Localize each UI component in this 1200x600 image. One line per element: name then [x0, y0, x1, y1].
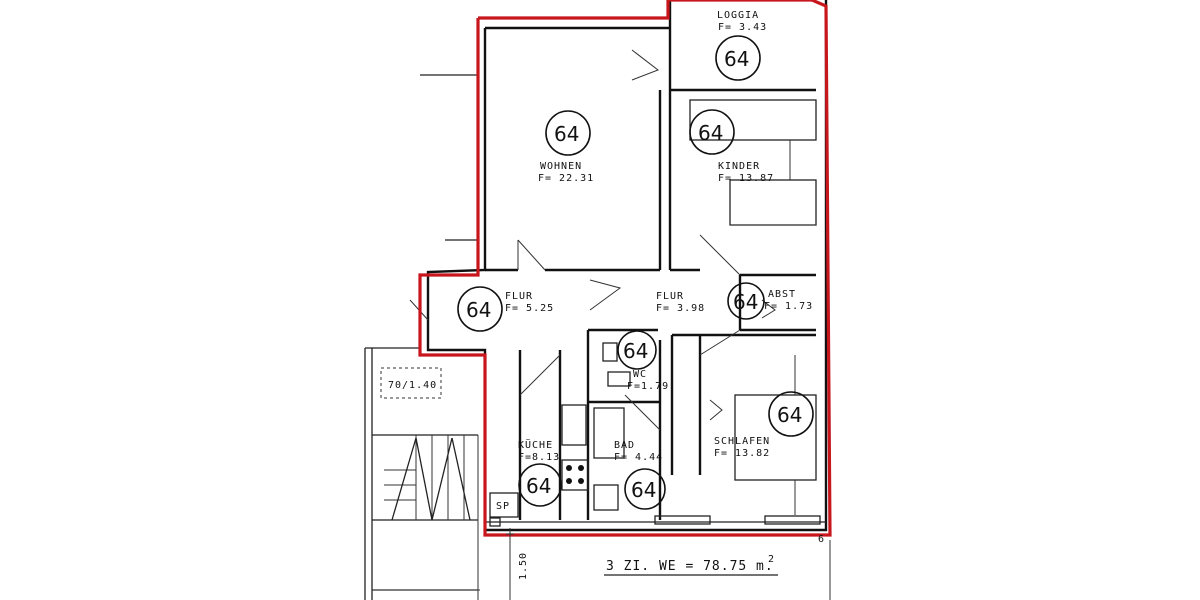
- room-area: F= 22.31: [538, 173, 594, 184]
- unit-number: 64: [466, 298, 491, 322]
- unit-number: 64: [554, 122, 579, 146]
- room-name: KINDER: [718, 161, 760, 172]
- unit-circle: [617, 330, 657, 370]
- unit-circle: [545, 110, 591, 156]
- room-name: WOHNEN: [540, 161, 582, 172]
- room-area: F= 5.25: [505, 303, 554, 314]
- room-area: F= 3.43: [718, 22, 767, 33]
- unit-circle: [457, 286, 503, 332]
- room-name: WC: [633, 369, 647, 380]
- staircase-tag: 70/1.40: [388, 380, 437, 391]
- room-name: LOGGIA: [717, 10, 759, 21]
- room-name: SCHLAFEN: [714, 436, 770, 447]
- fixtures: SP: [489, 99, 817, 527]
- room-flur-1: 64 FLUR F= 5.25: [457, 286, 554, 332]
- unit-number: 64: [526, 474, 551, 498]
- sp-tag: SP: [496, 501, 510, 512]
- room-schlafen: 64 SCHLAFEN F= 13.82: [714, 391, 814, 459]
- room-area: F= 1.73: [764, 301, 813, 312]
- room-name: FLUR: [505, 291, 533, 302]
- room-name: FLUR: [656, 291, 684, 302]
- unit-circle: [689, 109, 735, 155]
- unit-number: 64: [698, 121, 723, 145]
- room-bad: BAD F= 4.44 64: [614, 440, 666, 510]
- room-name: ABST: [768, 289, 796, 300]
- door-swings: [409, 49, 776, 431]
- unit-number: 64: [623, 339, 648, 363]
- room-wohnen: 64 WOHNEN F= 22.31: [538, 110, 594, 184]
- room-abst: 64 ABST F= 1.73: [727, 282, 813, 320]
- sp-box: [489, 492, 519, 518]
- room-area: F= 13.82: [714, 448, 770, 459]
- unit-number: 64: [631, 478, 656, 502]
- room-loggia: LOGGIA F= 3.43 64: [715, 10, 767, 81]
- summary-text: 3 ZI. WE = 78.75 m.: [606, 559, 774, 574]
- unit-number: 64: [724, 47, 749, 71]
- summary: 3 ZI. WE = 78.75 m. 2: [604, 554, 778, 576]
- staircase-tag-box: [380, 367, 442, 399]
- walls: [426, 0, 828, 532]
- unit-outline: [418, 0, 832, 537]
- unit-circle: [727, 282, 765, 320]
- unit-number: 64: [733, 290, 758, 314]
- room-area: F= 4.44: [614, 452, 663, 463]
- dimension-text: 1.50: [518, 552, 529, 580]
- room-kueche: KÜCHE F=8.13 64: [518, 438, 562, 507]
- unit-circle: [768, 391, 814, 437]
- summary-superscript: 2: [768, 554, 774, 565]
- room-wc: 64 WC F=1.79: [617, 330, 669, 392]
- dimension-line: 1.50: [506, 528, 529, 600]
- room-name: BAD: [614, 440, 635, 451]
- unit-circle: [715, 35, 761, 81]
- room-area: F= 3.98: [656, 303, 705, 314]
- corner-mark: 6: [818, 534, 824, 545]
- room-area: F=8.13: [518, 452, 560, 463]
- staircase: 70/1.40: [364, 347, 480, 600]
- room-area: F=1.79: [627, 381, 669, 392]
- unit-circle: [624, 468, 666, 510]
- room-area: F= 13.87: [718, 173, 774, 184]
- room-flur-2: FLUR F= 3.98: [656, 291, 705, 314]
- room-name: KÜCHE: [518, 438, 553, 451]
- room-kinder: 64 KINDER F= 13.87: [689, 109, 774, 184]
- unit-number: 64: [777, 403, 802, 427]
- unit-circle: [518, 463, 562, 507]
